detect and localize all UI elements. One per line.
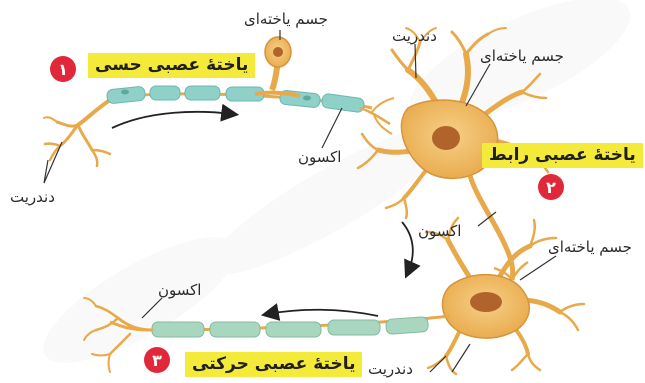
motor-neuron-badge: ۳ [144,347,170,373]
motor-neuron-title: یاختهٔ عصبی حرکتی [185,352,362,377]
motor-nucleus [470,292,502,312]
interneuron-title: یاختهٔ عصبی رابط [482,143,643,168]
leader-sensory-axon [322,108,342,148]
label-cell-body-inter: جسم یاخته‌ای [480,49,564,64]
leader-motor-dendrite-2 [452,344,470,372]
sensory-direction-arrow [112,112,232,128]
sensory-neuron-badge: ۱ [50,56,76,82]
label-dendrite-motor: دندریت [368,362,413,377]
sensory-dendrites [44,100,110,166]
label-axon-inter: اکسون [418,224,461,239]
label-axon-sensory: اکسون [298,150,341,165]
sensory-myelin-sheath [106,86,364,113]
interneuron-badge: ۲ [538,174,564,200]
motor-direction-arrow [268,310,378,316]
label-axon-motor: اکسون [158,283,201,298]
label-cell-body-sensory: جسم یاخته‌ای [244,12,328,27]
leader-dendrite-left-1 [44,142,62,183]
sensory-neuron-title: یاختهٔ عصبی حسی [88,53,255,78]
sensory-nucleus [273,47,283,57]
leader-motor-dendrite-1 [430,356,446,372]
leader-motor-cell-body [520,256,556,280]
motor-myelin-sheath [152,317,429,337]
interneuron-direction-arrow [402,222,413,272]
interneuron-nucleus [432,126,460,150]
label-dendrite-inter: دندریت [392,29,437,44]
label-cell-body-motor: جسم یاخته‌ای [548,240,632,255]
label-dendrite-sensory: دندریت [10,190,55,205]
